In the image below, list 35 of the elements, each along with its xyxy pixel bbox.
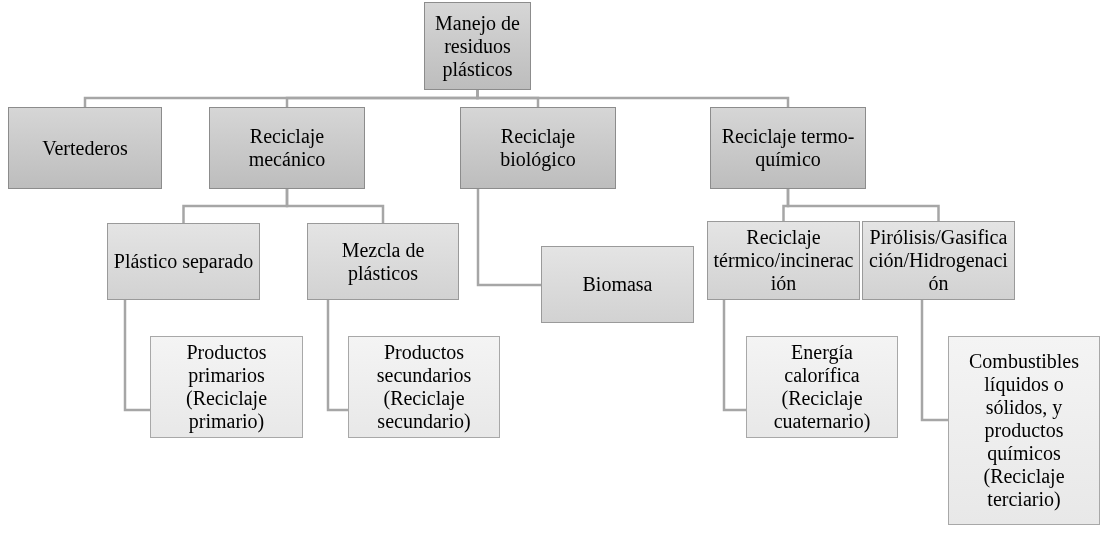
hierarchy-box (209, 107, 365, 189)
box-label: Combustibles líquidos o sólidos, y productos químicos (Reciclaje terciario) (968, 350, 1080, 511)
hierarchy-box (107, 223, 260, 300)
box-label: Productos primarios (Reciclaje primario) (184, 341, 269, 433)
box-label: Plástico separado (113, 250, 254, 273)
box-label: Manejo de residuos plásticos (434, 11, 521, 81)
hierarchy-box (348, 336, 500, 438)
connector-line (786, 189, 940, 221)
connector-line (476, 189, 541, 287)
box-label: Reciclaje térmico/incineración (712, 226, 855, 295)
hierarchy-box (460, 107, 616, 189)
box-label: Reciclaje mecánico (247, 125, 327, 171)
box-label: Pirólisis/Gasificación/Hidrogenación (868, 226, 1009, 295)
hierarchy-box (948, 336, 1100, 525)
hierarchy-box (710, 107, 866, 189)
connector-line (326, 300, 348, 412)
box-label: Reciclaje termo-químico (720, 125, 856, 171)
box-label: Energía calorífica (Reciclaje cuaternario) (772, 341, 872, 433)
connector-line (285, 189, 385, 223)
connector-line (476, 90, 790, 107)
box-label: Mezcla de plásticos (340, 238, 426, 285)
connector-line (920, 300, 948, 422)
box-label: Vertederos (42, 136, 128, 160)
hierarchy-box (8, 107, 162, 189)
hierarchy-box (307, 223, 459, 300)
connector-line (123, 300, 150, 412)
hierarchy-box (746, 336, 898, 438)
hierarchy-box (424, 2, 531, 90)
box-label: Reciclaje biológico (499, 125, 577, 171)
hierarchy-box (541, 246, 694, 323)
connector-line (722, 300, 746, 412)
box-label: Productos secundarios (Reciclaje secundario) (375, 341, 473, 433)
box-label: Biomasa (582, 273, 653, 296)
hierarchy-box (862, 221, 1015, 300)
hierarchy-box (150, 336, 303, 438)
